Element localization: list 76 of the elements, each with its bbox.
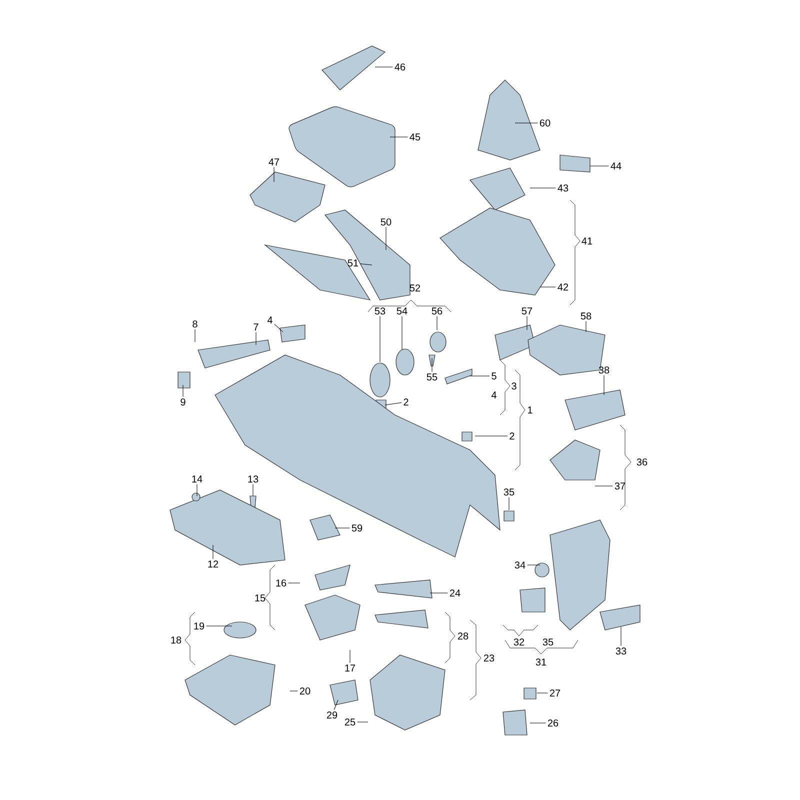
leader-line	[508, 497, 510, 510]
callout-number: 56	[432, 307, 442, 315]
callout-number: 34	[514, 561, 526, 569]
leader-line	[290, 690, 298, 692]
callout-number: 50	[380, 218, 392, 226]
callout-number: 4	[267, 316, 272, 324]
callout-number: 3	[512, 382, 516, 390]
leader-line	[390, 136, 408, 138]
callout-number: 47	[268, 158, 280, 166]
callout-number: 8	[192, 320, 198, 328]
leader-line	[536, 692, 548, 694]
callout-number: 17	[345, 664, 356, 672]
callout-number: 52	[410, 284, 420, 292]
leader-line	[430, 592, 448, 594]
callout-number: 60	[540, 119, 550, 127]
callout-number: 42	[558, 284, 568, 290]
leader-line	[540, 286, 556, 288]
callout-number: 37	[614, 482, 626, 490]
callout-number: 33	[616, 647, 626, 655]
callout-number: 36	[636, 458, 648, 466]
leader-line	[212, 544, 214, 560]
callout-number: 9	[180, 398, 186, 406]
callout-number: 2	[404, 398, 408, 406]
leader-line	[530, 722, 546, 724]
callout-number: 25	[344, 718, 356, 726]
callout-number: 23	[484, 654, 494, 662]
callout-number: 41	[582, 238, 592, 244]
callout-number: 43	[558, 184, 568, 192]
callout-number: 45	[410, 134, 420, 140]
callout-number: 12	[208, 560, 218, 568]
leader-line	[374, 66, 393, 68]
callout-number: 13	[248, 475, 258, 483]
callout-number: 15	[255, 594, 266, 602]
leader-line	[182, 384, 184, 398]
callout-number: 24	[450, 590, 460, 596]
callout-number: 59	[352, 524, 362, 532]
callout-number: 44	[610, 162, 622, 170]
callout-number: 14	[192, 476, 202, 482]
leader-line	[288, 582, 300, 584]
leader-line	[196, 484, 198, 496]
callout-number: 1	[528, 406, 532, 414]
leader-line	[252, 484, 254, 496]
callout-number: 54	[396, 308, 408, 314]
leader-line	[620, 626, 622, 646]
callout-number: 19	[194, 622, 204, 630]
callout-number: 27	[550, 690, 560, 696]
callout-number: 51	[348, 260, 358, 266]
callout-number: 26	[548, 719, 558, 727]
leader-line	[360, 264, 372, 266]
leader-line	[334, 700, 338, 710]
callout-number: 35	[542, 638, 554, 646]
callout-number: 46	[394, 63, 406, 71]
callout-number: 5	[492, 372, 496, 380]
callout-number: 16	[276, 579, 286, 587]
callout-number: 29	[326, 711, 338, 719]
callout-number: 35	[504, 488, 514, 496]
callout-number: 58	[580, 312, 592, 320]
leader-line	[527, 564, 540, 566]
callout-number: 32	[514, 638, 524, 646]
callout-number: 57	[522, 308, 532, 314]
callout-number: 18	[171, 636, 182, 644]
callout-number: 4	[491, 392, 496, 398]
callout-number: 53	[374, 307, 386, 315]
callout-number: 2	[510, 432, 514, 440]
leader-line	[526, 316, 528, 330]
callout-number: 7	[254, 324, 258, 330]
callout-number: 28	[458, 632, 468, 640]
callout-number: 55	[426, 374, 438, 380]
callout-number: 20	[300, 687, 310, 695]
callout-number: 38	[598, 366, 610, 374]
leader-line	[194, 329, 196, 342]
leader-line	[384, 402, 402, 406]
leader-line	[436, 316, 438, 330]
leader-line	[514, 122, 538, 124]
leader-line	[274, 324, 284, 332]
callout-number: 31	[536, 658, 546, 666]
